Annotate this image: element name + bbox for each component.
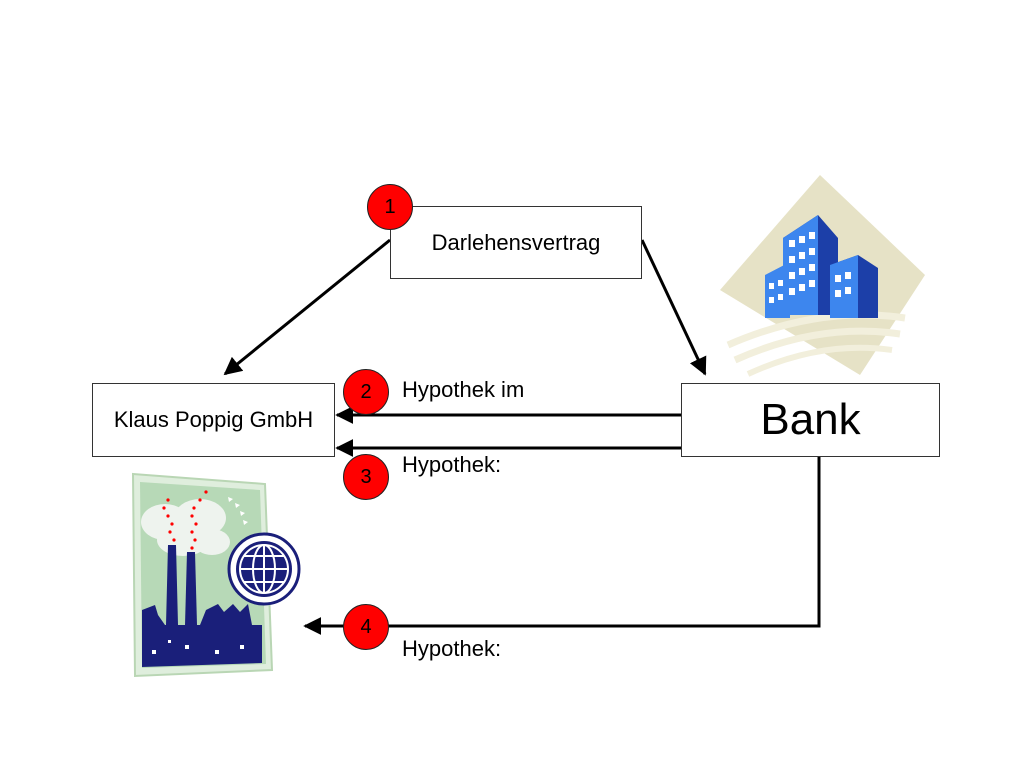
step-number-2: 2 [360,380,372,403]
bank-box: Bank [681,383,940,457]
step-badge-2: 2 [343,369,389,415]
step-label-2: Hypothek im [402,377,525,402]
step-label-4: Hypothek: [402,636,502,661]
step-number-3: 3 [360,465,372,488]
company-label: Klaus Poppig GmbH [113,407,314,432]
globe-icon [227,532,301,606]
step-badge-3: 3 [343,454,389,500]
arrow-bank-down-to-factory [303,457,821,635]
bank-label: Bank [760,395,861,444]
step-label-3: Hypothek: [402,452,502,477]
step-number-4: 4 [360,615,372,638]
office-building-icon [720,175,925,377]
step-number-1: 1 [384,195,396,218]
company-box: Klaus Poppig GmbH [92,383,335,457]
contract-label: Darlehensvertrag [431,229,601,255]
step-badge-1: 1 [367,184,413,230]
arrow-contract-to-bank [640,239,707,376]
factory-icon [131,472,274,678]
contract-box: Darlehensvertrag [390,206,642,279]
step-badge-4: 4 [343,604,389,650]
arrow-contract-to-company [223,238,391,376]
